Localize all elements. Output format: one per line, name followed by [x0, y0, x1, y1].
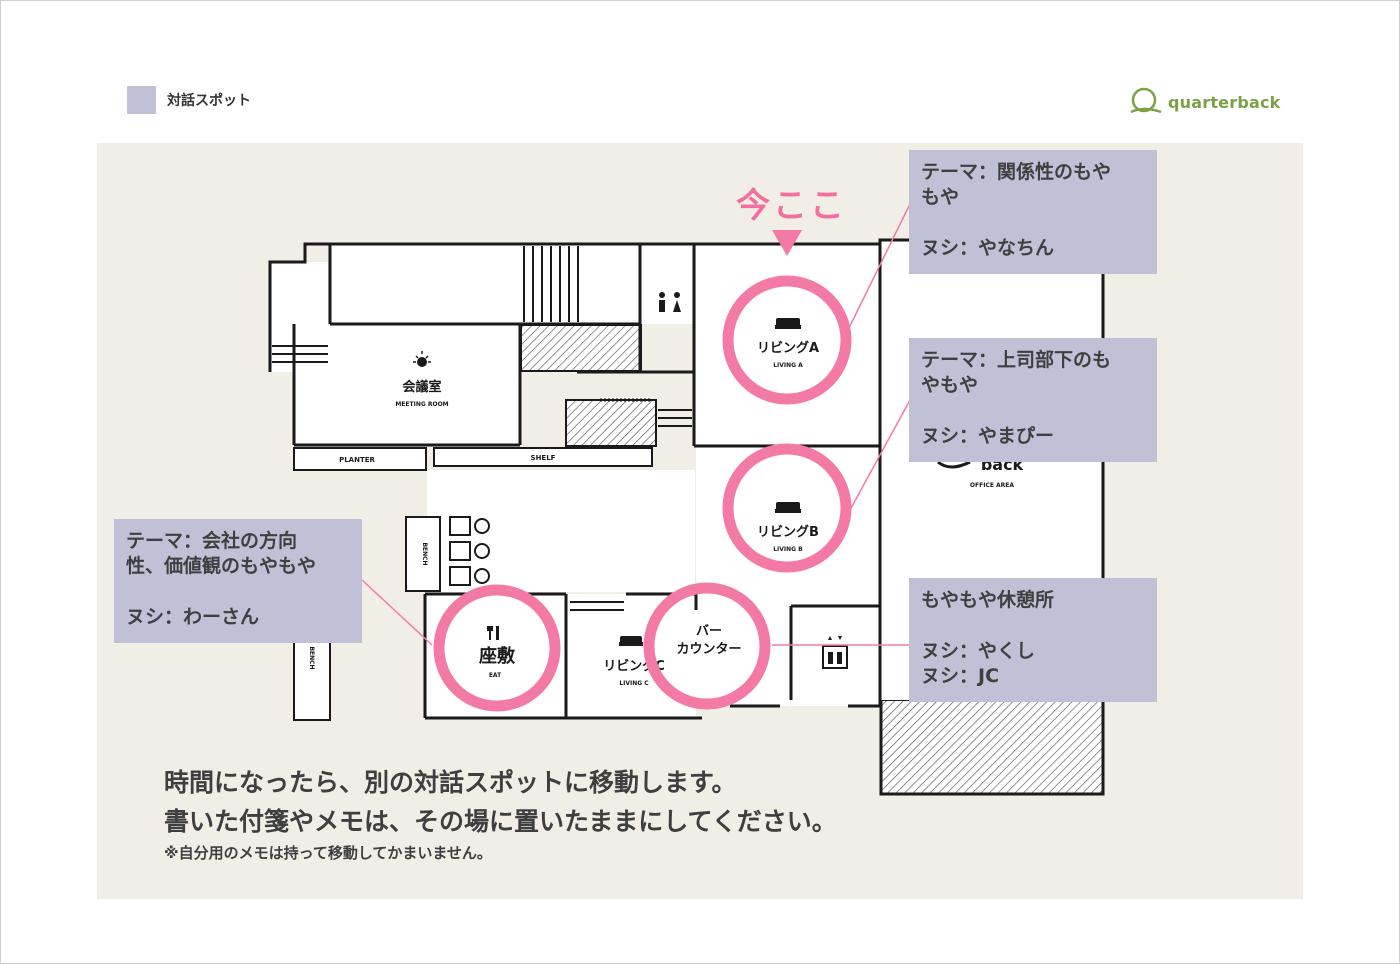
hatched-core [520, 324, 642, 372]
legend-label: 対話スポット [167, 93, 251, 109]
leader-lines [361, 203, 911, 646]
cutlery-icon [487, 626, 499, 640]
elevator-floor [791, 606, 879, 706]
note-theme-line: もや [921, 186, 960, 208]
current-location-label: 今ここ [736, 186, 847, 226]
bar-label-line2: カウンター [676, 642, 741, 657]
note-host: ヌシ：わーさん [126, 606, 260, 628]
quarterback-logo: quarterback [1128, 86, 1281, 118]
restroom-icon [659, 292, 681, 312]
note-theme-line: テーマ：上司部下のも [921, 349, 1112, 371]
hatched-area [880, 699, 1104, 795]
stairs [272, 246, 692, 611]
bench-counter [405, 516, 441, 592]
instruction-line-1: 時間になったら、別の対話スポットに移動します。 [164, 768, 737, 797]
office-logo-mark [937, 460, 971, 469]
bench-label: BENCH [308, 646, 315, 669]
shelf-label: SHELF [531, 454, 556, 462]
legend-swatch [127, 86, 156, 114]
spot-ring-living-b[interactable] [722, 443, 852, 573]
legend: 対話スポット [127, 86, 251, 114]
furniture [293, 447, 653, 721]
living-a-en-label: LIVING A [773, 362, 803, 369]
stair-floor [270, 262, 328, 372]
eat-label: 座敷 [479, 645, 516, 667]
walls [268, 238, 1105, 796]
note-theme-line: テーマ：会社の方向 [126, 530, 298, 552]
hatched-core [565, 399, 657, 447]
instruction-line-2: 書いた付箋やメモは、その場に置いたままにしてください。 [164, 807, 837, 836]
quarterback-logo-icon [1130, 87, 1162, 114]
note-host: ヌシ：JC [921, 665, 1000, 687]
sofa-icon [775, 502, 801, 513]
instruction-note: ※自分用のメモは持って移動してかまいません。 [164, 844, 492, 862]
note-title: もやもや休憩所 [921, 589, 1055, 611]
note-theme-line: やもや [921, 374, 979, 396]
office-area-label: OFFICE AREA [970, 482, 1014, 489]
sofa-icon [619, 636, 643, 646]
meeting-room-label: 会議室 [402, 379, 441, 395]
spot-ring-living-a[interactable] [722, 275, 852, 405]
note-bar: もやもや休憩所 ヌシ：やくし ヌシ：JC [909, 578, 1157, 702]
planter-label: PLANTER [339, 456, 375, 464]
current-location-arrow-icon [772, 230, 802, 256]
note-host: ヌシ：やなちん [921, 237, 1055, 259]
note-eat: テーマ：会社の方向 性、価値観のもやもや ヌシ：わーさん [114, 519, 362, 643]
living-b-label: リビングB [757, 524, 819, 540]
living-a-label: リビングA [757, 340, 819, 356]
note-host: ヌシ：やまぴー [921, 425, 1055, 447]
bench-counter-label: BENCH [421, 542, 428, 565]
spot-rings [433, 275, 852, 712]
spot-ring-eat[interactable] [433, 584, 561, 712]
logo-text: quarterback [1168, 92, 1281, 112]
shelf [433, 447, 653, 467]
meeting-room-floor [294, 325, 520, 445]
meeting-room-en-label: MEETING ROOM [395, 401, 448, 408]
living-c-en-label: LIVING C [619, 680, 649, 687]
sofa-icon [775, 318, 801, 329]
corridor-floor [427, 470, 695, 592]
eat-en-label: EAT [489, 672, 502, 679]
lightbulb-icon [413, 351, 431, 367]
living-b-en-label: LIVING B [773, 546, 803, 553]
floor [330, 244, 695, 324]
note-host: ヌシ：やくし [921, 640, 1036, 662]
note-theme-line: テーマ：関係性のもや [921, 161, 1112, 183]
spot-ring-bar[interactable] [643, 582, 771, 710]
note-living-a: テーマ：関係性のもや もや ヌシ：やなちん [909, 150, 1157, 274]
note-theme-line: 性、価値観のもやもや [126, 555, 317, 577]
bar-label-line1: バー [696, 624, 722, 639]
note-living-b: テーマ：上司部下のも やもや ヌシ：やまぴー [909, 338, 1157, 462]
elevator-icon [822, 636, 848, 669]
planter [293, 447, 427, 471]
